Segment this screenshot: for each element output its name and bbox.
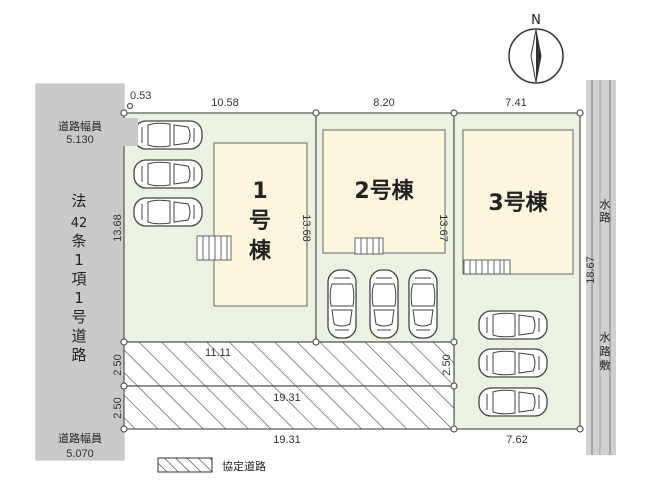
building-1 [213, 142, 308, 307]
agreement-road-lower [123, 385, 455, 430]
dim-road-lower-left: 2.50 [112, 397, 124, 418]
agreement-road-upper [123, 341, 455, 387]
svg-text:路: 路 [600, 345, 611, 358]
svg-text:棟: 棟 [249, 238, 272, 264]
svg-text:路: 路 [71, 346, 86, 364]
right-waterway [586, 80, 616, 455]
svg-text:号: 号 [249, 209, 271, 234]
building-3-label: 3号棟 [488, 190, 548, 216]
building-1-label: 1 号 棟 [249, 179, 272, 264]
boundary-markers [120, 102, 584, 433]
dim-lot2-right-depth: 13.67 [437, 214, 449, 242]
entrance-2 [354, 237, 384, 255]
parking-car [408, 269, 438, 339]
dim-bottom-right: 7.62 [506, 434, 527, 446]
dim-top-lot1: 10.58 [211, 97, 239, 109]
parking-car [478, 348, 548, 378]
left-road-label: 法 42 条 1 項 1 号 道 路 [71, 192, 88, 364]
svg-text:路: 路 [600, 211, 611, 224]
legend-swatch [157, 457, 213, 473]
dim-road-upper-right: 2.50 [441, 354, 453, 375]
dim-road-lower-length: 19.31 [273, 392, 301, 404]
parking-car [327, 269, 357, 339]
road-width-bottom-title: 道路幅員 [58, 431, 102, 445]
building-2 [322, 129, 446, 254]
dim-bottom-left: 19.31 [273, 434, 301, 446]
svg-text:法: 法 [71, 192, 86, 210]
dim-lot1-right-depth: 13.68 [300, 214, 312, 242]
entrance-3 [463, 259, 511, 275]
svg-text:敷: 敷 [600, 358, 611, 372]
svg-text:条: 条 [71, 232, 86, 250]
parking-car [133, 197, 203, 227]
svg-text:水: 水 [600, 331, 611, 344]
svg-text:水: 水 [600, 198, 611, 211]
road-width-top-value: 5.130 [66, 134, 94, 146]
waterway-top-label: 水 路 [600, 198, 611, 224]
building-3 [462, 129, 574, 275]
parking-car [369, 269, 399, 339]
entrance-1 [196, 235, 232, 261]
svg-text:号: 号 [71, 308, 86, 326]
parking-car [478, 387, 548, 417]
road-width-top-title: 道路幅員 [58, 119, 102, 133]
dim-right-depth: 18.67 [585, 256, 597, 284]
dim-road-upper-length: 11.11 [205, 347, 231, 359]
dim-road-upper-left: 2.50 [112, 354, 124, 375]
north-label: N [531, 13, 541, 28]
road-width-top-bg [52, 118, 138, 146]
svg-text:道: 道 [71, 327, 86, 345]
legend-label: 協定道路 [222, 459, 266, 473]
parking-car [478, 310, 548, 340]
svg-text:1: 1 [252, 179, 267, 204]
building-2-label: 2号棟 [354, 178, 414, 204]
svg-text:42: 42 [71, 216, 88, 231]
dim-top-lot3: 7.41 [505, 97, 526, 109]
svg-text:1: 1 [74, 251, 84, 269]
dim-top-corner: 0.53 [130, 90, 151, 102]
dim-top-lot2: 8.20 [373, 97, 394, 109]
dim-left-depth: 13.68 [112, 214, 124, 242]
road-width-bottom-value: 5.070 [66, 448, 94, 460]
parking-car [133, 120, 203, 150]
parking-car [133, 159, 203, 189]
svg-text:1: 1 [74, 289, 84, 307]
left-road [36, 84, 124, 460]
waterway-bottom-label: 水 路 敷 [600, 331, 611, 372]
north-arrow-icon: N [508, 13, 564, 84]
svg-text:項: 項 [71, 270, 86, 288]
